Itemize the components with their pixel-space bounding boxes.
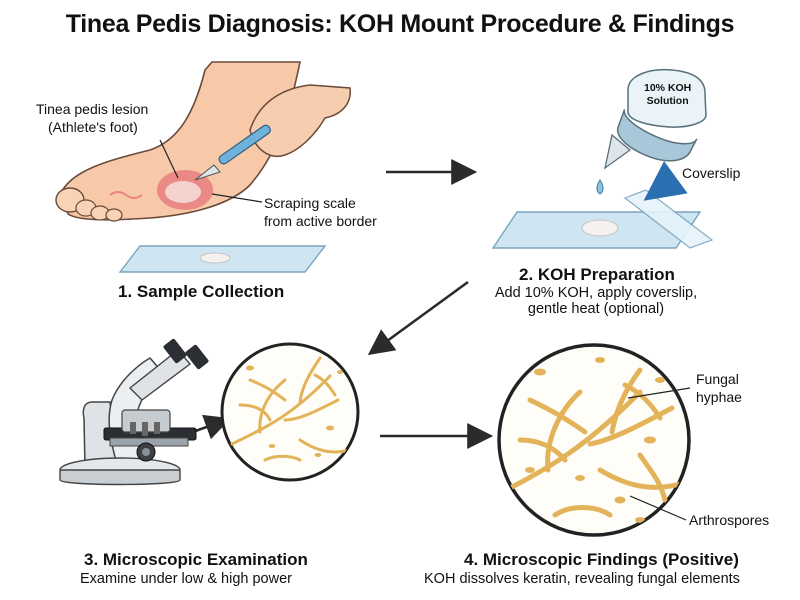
scraping-label: Scraping scale from active border	[264, 194, 377, 230]
foot-illustration	[55, 61, 301, 222]
koh-bottle	[604, 68, 707, 170]
step3-description: Examine under low & high power	[80, 571, 292, 587]
slide-sample-1	[118, 245, 327, 273]
step2-desc-line1: Add 10% KOH, apply coverslip,	[494, 285, 698, 301]
step3-heading: 3. Microscopic Examination	[84, 550, 308, 569]
spores-label: Arthrospores	[689, 512, 770, 528]
hyphae-label-line2: hyphae	[696, 389, 742, 405]
bottle-label-line2: Solution	[646, 95, 689, 107]
coverslip-label: Coverslip	[682, 165, 741, 181]
coverslip	[623, 189, 714, 249]
step1-heading: 1. Sample Collection	[118, 282, 285, 301]
scraping-label-line2: from active border	[264, 213, 377, 229]
bottle-label-line1: 10% KOH	[644, 82, 692, 94]
lesion-label-line1: Tinea pedis lesion	[36, 101, 149, 117]
step4-description: KOH dissolves keratin, revealing fungal …	[424, 571, 740, 587]
step2-desc-line2: gentle heat (optional)	[527, 301, 665, 317]
step4-heading: 4. Microscopic Findings (Positive)	[464, 550, 739, 569]
hyphae-leader-line	[627, 387, 691, 399]
lesion-area	[109, 170, 213, 210]
spores-leader-line	[629, 495, 687, 521]
bottle-label: 10% KOH Solution	[644, 82, 691, 108]
microscope	[59, 338, 209, 486]
arrow-step2-to-step3	[367, 280, 469, 356]
koh-drop	[596, 179, 604, 195]
findings-view	[497, 343, 691, 537]
lesion-label-line2: (Athlete's foot)	[48, 119, 138, 135]
hyphae-label: Fungal hyphae	[696, 370, 742, 406]
hyphae-label-line1: Fungal	[696, 371, 739, 387]
step2-heading: 2. KOH Preparation	[519, 265, 675, 284]
slide-sample-2	[491, 211, 702, 249]
scraping-label-line1: Scraping scale	[264, 195, 356, 211]
low-power-view	[220, 342, 360, 482]
lesion-label: Tinea pedis lesion (Athlete's foot)	[36, 100, 148, 136]
hand-scalpel-illustration	[194, 84, 351, 181]
page-title: Tinea Pedis Diagnosis: KOH Mount Procedu…	[65, 10, 735, 38]
scraping-leader-line	[211, 193, 263, 203]
step2-description: Add 10% KOH, apply coverslip, gentle hea…	[476, 285, 716, 317]
coverslip-arrow	[643, 161, 688, 201]
lesion-leader-line	[159, 139, 179, 179]
